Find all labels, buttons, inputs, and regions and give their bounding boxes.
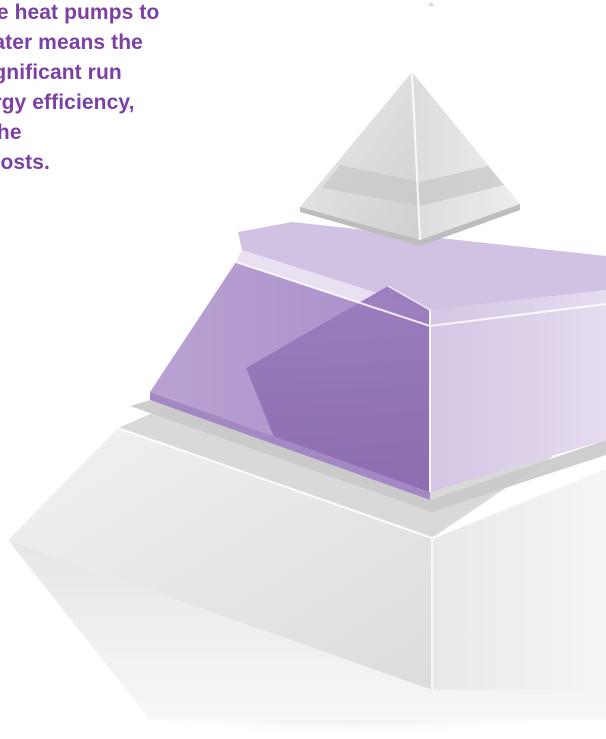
intro-line-6: ergy costs. — [0, 151, 50, 174]
intro-line-5: uard the — [0, 121, 22, 144]
intro-line-3: om significant run — [0, 61, 122, 84]
intro-line-1: ewable heat pumps to — [0, 1, 160, 24]
intro-line-2: hot water means the — [0, 31, 143, 54]
intro-paragraph: ewable heat pumps to hot water means the… — [0, 0, 318, 178]
tip-reflection — [428, 2, 434, 6]
pyramid-middle-tier — [130, 222, 606, 512]
intro-line-4: n energy efficiency, — [0, 91, 135, 114]
pyramid-top-tier — [300, 71, 520, 246]
